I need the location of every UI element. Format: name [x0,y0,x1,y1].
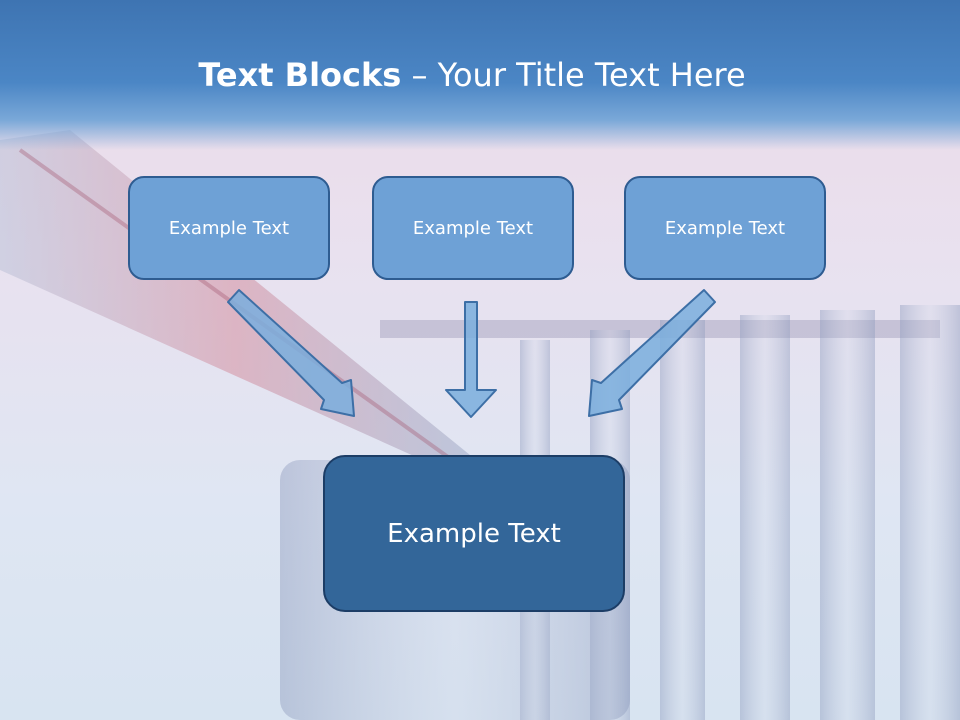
text-block-main-label: Example Text [387,519,561,549]
arrow-left-icon [228,290,354,416]
text-block-1[interactable]: Example Text [128,176,330,280]
arrow-right-icon [589,290,715,416]
text-block-3-label: Example Text [665,218,785,239]
arrow-center-icon [446,302,496,417]
text-block-2[interactable]: Example Text [372,176,574,280]
text-block-main[interactable]: Example Text [323,455,625,612]
text-block-2-label: Example Text [413,218,533,239]
text-block-3[interactable]: Example Text [624,176,826,280]
text-block-1-label: Example Text [169,218,289,239]
